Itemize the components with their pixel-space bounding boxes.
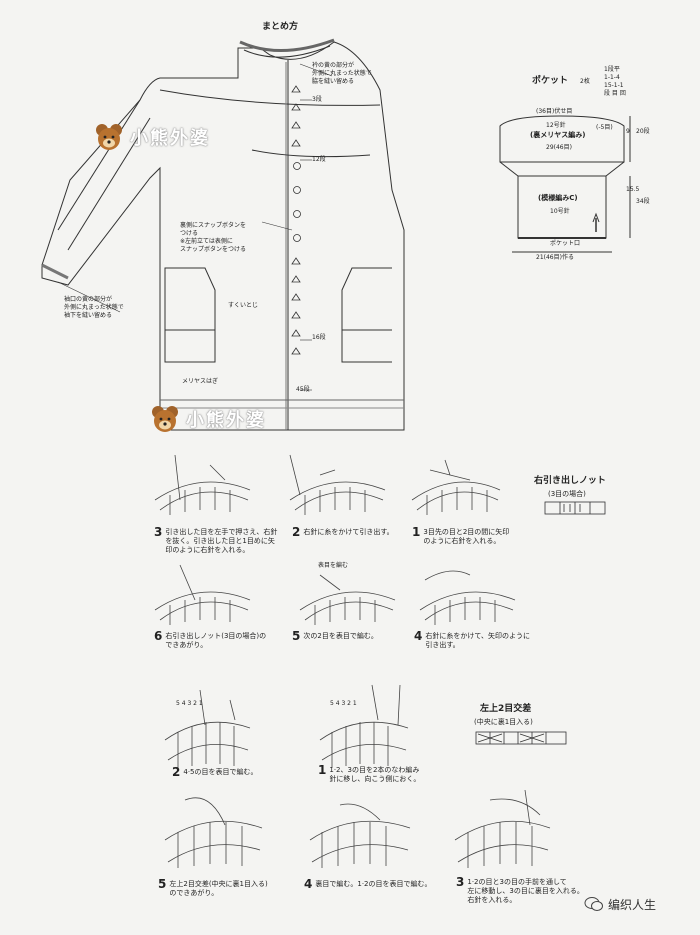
pocket-diagram bbox=[499, 115, 631, 253]
knot-title: 右引き出しノット bbox=[534, 476, 606, 486]
pocket-needle-main: 10号針 bbox=[550, 208, 570, 215]
row-marker-4: 45段 bbox=[296, 386, 310, 393]
wechat-icon bbox=[584, 896, 604, 912]
pocket-title: ポケット bbox=[532, 76, 569, 86]
pocket-dim-top-cm: 9 bbox=[626, 128, 630, 135]
cuff-note: 袖口の黄の部分が 外側に丸まった状態で 袖下を縫い留める bbox=[64, 296, 124, 319]
pocket-dim-main-rows: 34段 bbox=[636, 198, 650, 205]
snap-note: 裏側にスナップボタンを つける ※左前立ては表側に スナップボタンをつける bbox=[180, 222, 247, 253]
knot-step-illustrations bbox=[154, 454, 551, 868]
pocket-pattern-top: (裏メリヤス編み) bbox=[530, 131, 586, 139]
pocket-minus: (-5目) bbox=[596, 124, 613, 131]
cross-symbol bbox=[475, 731, 567, 745]
pocket-needle-top: 12号針 bbox=[546, 122, 566, 129]
row-marker-2: 12段 bbox=[312, 156, 326, 163]
pocket-stitches-top: 29(46目) bbox=[546, 144, 572, 151]
pocket-bind-off: (36目)伏せ目 bbox=[536, 108, 573, 115]
button-band bbox=[291, 85, 301, 355]
merias-label: メリヤスはぎ bbox=[182, 378, 219, 385]
pocket-decrease: 1段平 1-1-4 15-1-1 段 目 回 bbox=[604, 66, 626, 97]
front-stitch-label: 表目を編む bbox=[318, 562, 349, 569]
cross-numbers-a: 5 4 3 2 1 bbox=[176, 700, 203, 707]
knot-subtitle: (3目の場合) bbox=[548, 490, 586, 498]
pocket-stitches-bottom: 21(46目)作る bbox=[536, 254, 574, 261]
pocket-count: 2枚 bbox=[580, 78, 590, 85]
brand-name: 编织人生 bbox=[608, 898, 657, 912]
watermark-text: 小熊外婆 bbox=[130, 128, 210, 149]
cross-title: 左上2目交差 bbox=[480, 704, 532, 714]
watermark-text: 小熊外婆 bbox=[186, 410, 266, 431]
row-marker-3: 16段 bbox=[312, 334, 326, 341]
assembly-title: まとめ方 bbox=[262, 22, 299, 32]
collar-note: 衿の黄の部分が 外側に丸まった状態で 脇を縫い留める bbox=[312, 62, 372, 85]
scoop-label: すくいとじ bbox=[228, 302, 259, 309]
bear-icon bbox=[150, 404, 180, 434]
cross-numbers-b: 5 4 3 2 1 bbox=[330, 700, 357, 707]
pocket-dim-top-rows: 20段 bbox=[636, 128, 650, 135]
row-marker-1: 3段 bbox=[312, 96, 322, 103]
pocket-pattern-main: (模様編みC) bbox=[538, 194, 578, 202]
bear-icon bbox=[94, 122, 124, 152]
cross-subtitle: (中央に裏1目入る) bbox=[474, 718, 533, 726]
pocket-opening: ポケット口 bbox=[550, 240, 581, 247]
pocket-dim-main-cm: 15.5 bbox=[626, 186, 640, 193]
knot-symbol bbox=[544, 501, 606, 515]
